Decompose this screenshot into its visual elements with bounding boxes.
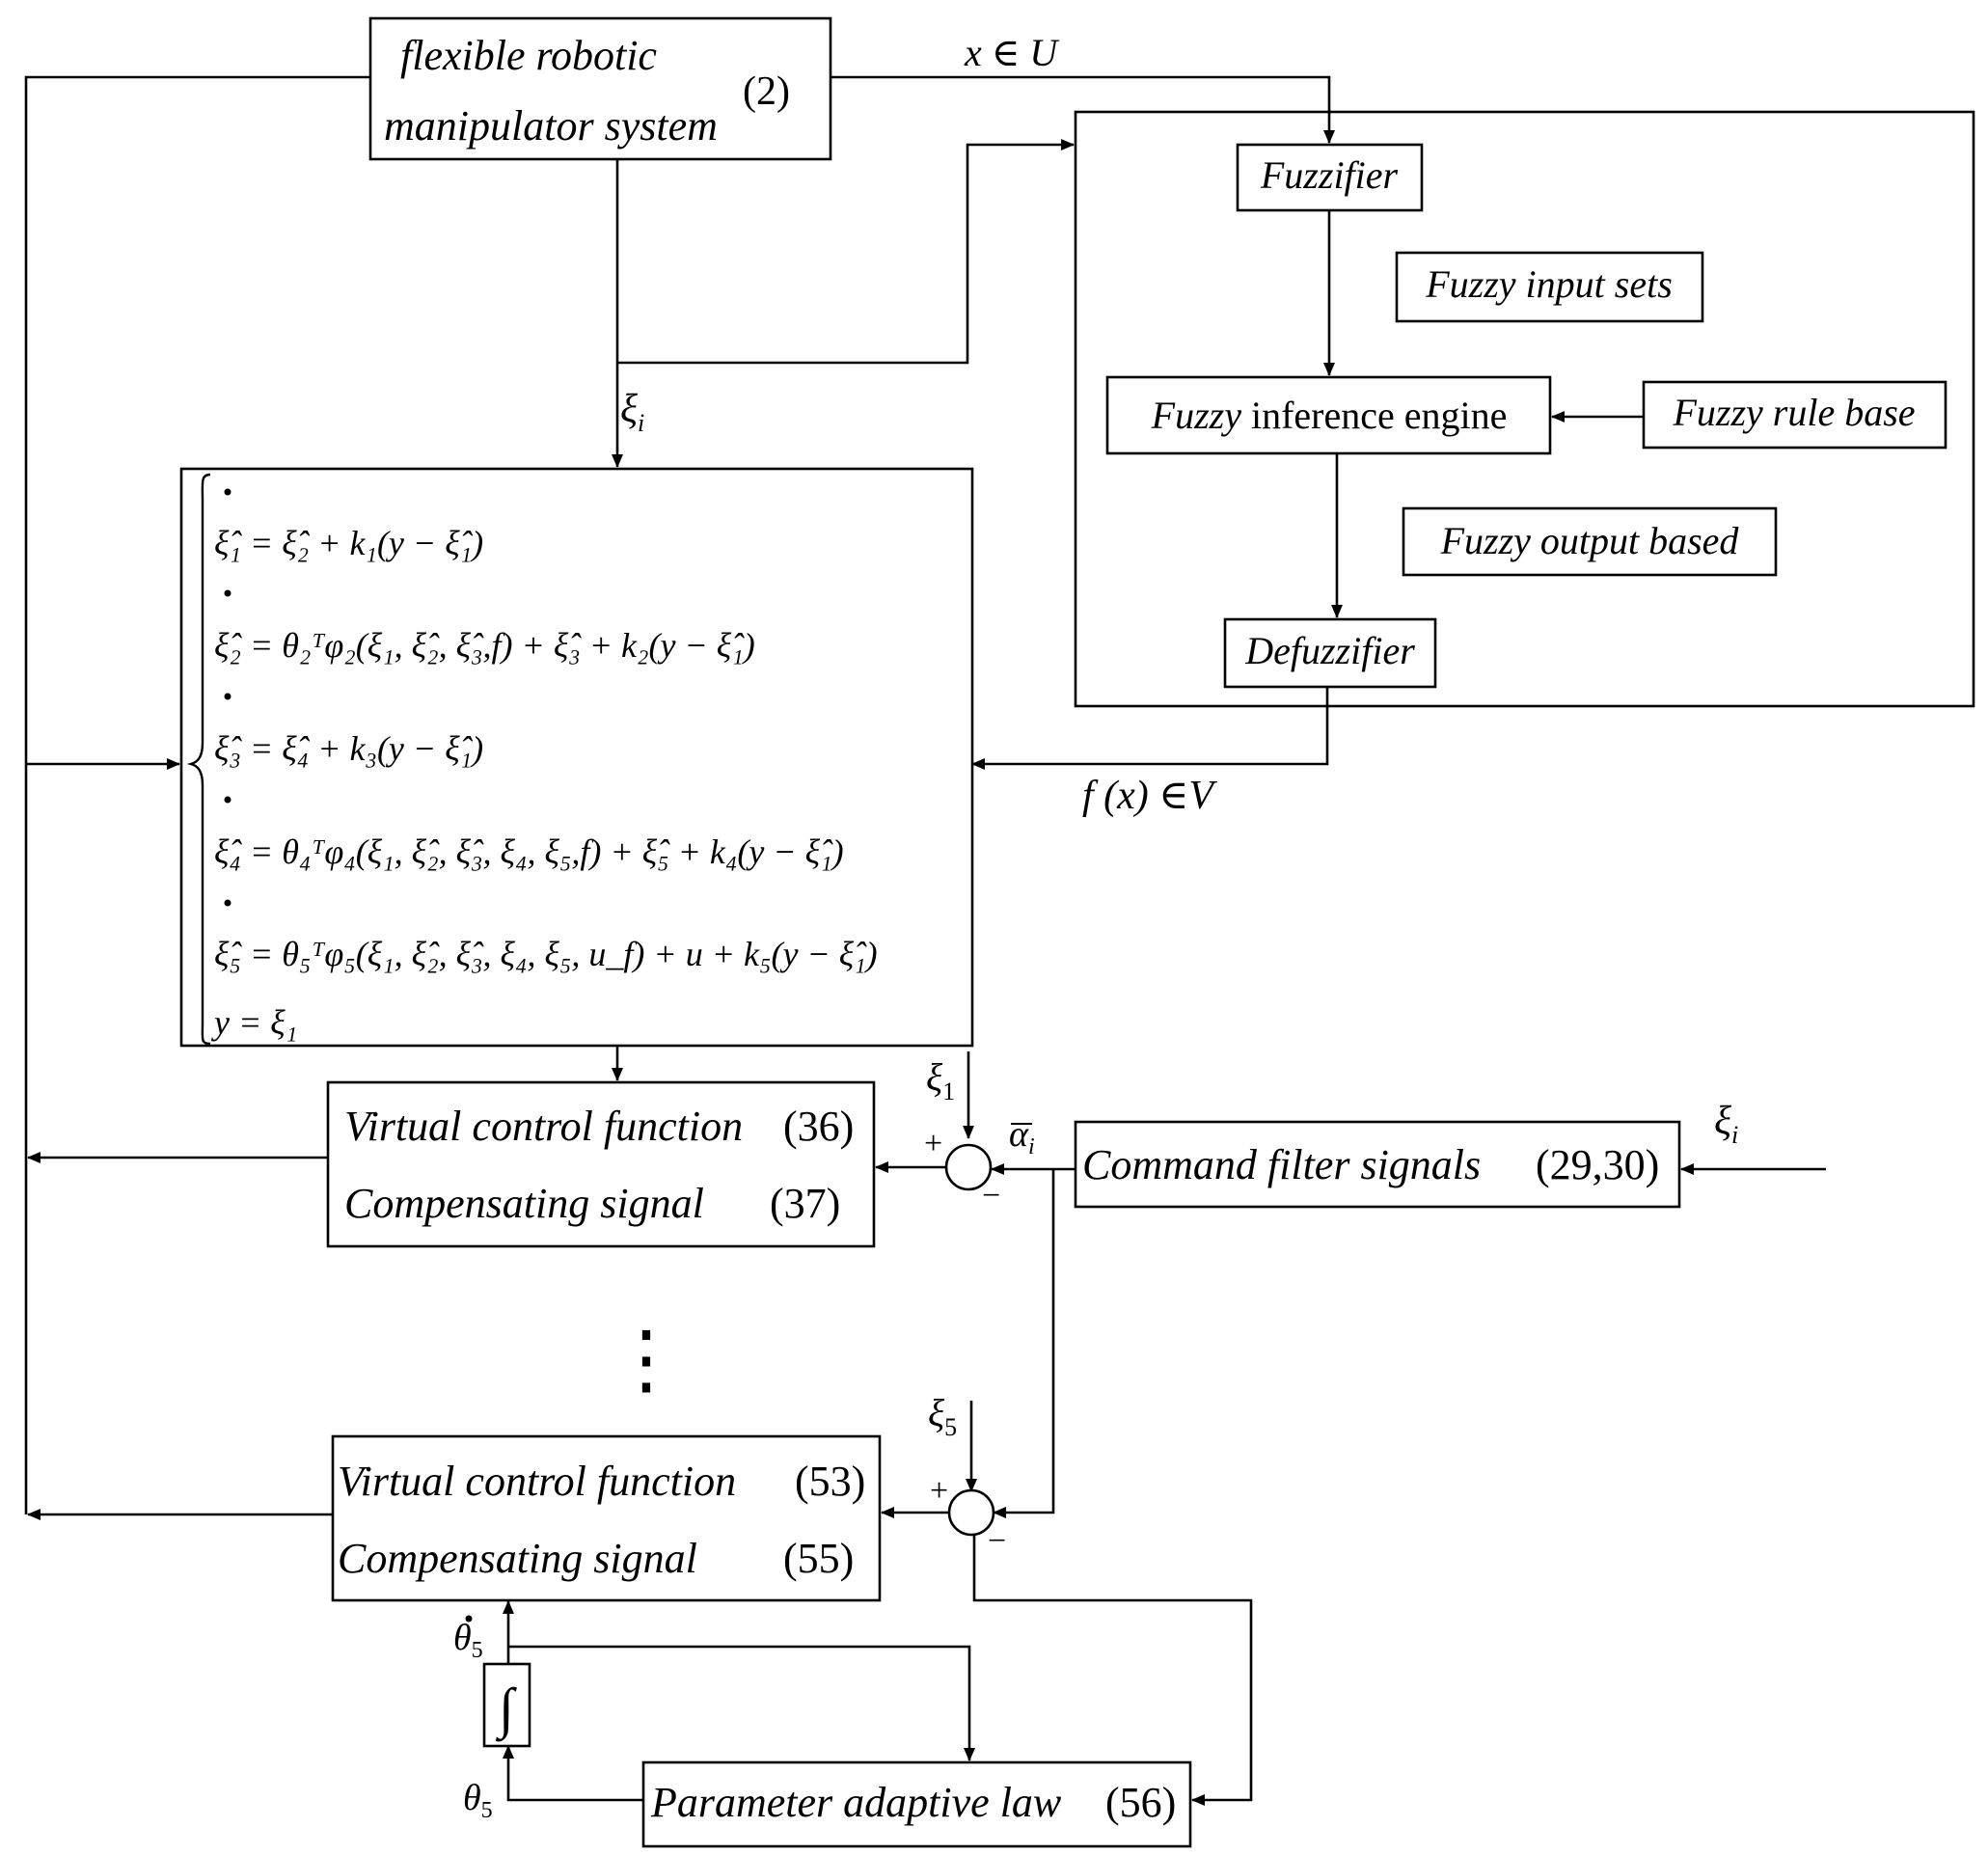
command-filter-ref: (29,30): [1536, 1141, 1659, 1188]
fuzzy-input-sets-label: Fuzzy input sets: [1425, 262, 1673, 306]
wires: [24, 75, 1826, 1806]
observer-equation-6: y = ξ₁: [211, 1003, 297, 1042]
adaptive-law-ref: (56): [1105, 1779, 1176, 1826]
theta-dot-marker: [465, 1615, 473, 1623]
signal-xi-i-top: ξi: [620, 387, 644, 437]
dot-5: [224, 899, 231, 907]
signal-x-in-U: x ∈ U: [964, 31, 1060, 74]
vertical-ellipsis: ⋮: [608, 1318, 685, 1403]
signal-alpha-bar: αi: [1009, 1114, 1035, 1159]
inference-engine-block: Fuzzy inference engine: [1105, 375, 1552, 455]
filter-to-sum5-arrow: [993, 1169, 1055, 1518]
fuzzy-output-label: Fuzzy output based: [1440, 519, 1740, 562]
adaptive-law-to-integrator-arrow: [503, 1745, 643, 1802]
sum1-plus-sign: +: [924, 1126, 942, 1161]
plant-label-line2: manipulator system: [384, 102, 718, 150]
observer-equation-5: ξ̂₅ = θ₅ᵀφ₅(ξ₁, ξ̂₂, ξ̂₃, ξ₄, ξ₅, u_f) +…: [214, 935, 878, 973]
vcf5-ref2: (55): [783, 1535, 854, 1582]
signal-f-x-in-V: f (x) ∈V: [1082, 774, 1217, 818]
dot-3: [224, 693, 231, 700]
vcf1-ref1: (36): [783, 1103, 854, 1150]
fuzzy-input-sets-block: Fuzzy input sets: [1395, 251, 1704, 323]
inference-engine-label: Fuzzy inference engine: [1151, 394, 1508, 437]
fuzzifier-label: Fuzzifier: [1260, 153, 1399, 197]
virtual-control-block-1: Virtual control function (36) Compensati…: [326, 1080, 876, 1248]
signal-theta5-dot: θ5: [453, 1615, 483, 1663]
equation-brace: [186, 473, 211, 1046]
adaptive-law-block: Parameter adaptive law (56): [641, 1760, 1192, 1848]
plant-label-line1: flexible robotic: [400, 32, 657, 79]
signal-xi-1: ξ1: [926, 1055, 955, 1105]
signal-theta5: θ5: [463, 1778, 493, 1823]
plant-to-fuzzifier-arrow: [831, 75, 1335, 144]
vcf1-line2: Compensating signal: [344, 1180, 704, 1227]
dot-1: [224, 488, 231, 496]
fuzzy-logic-system-frame: [1074, 110, 1975, 708]
svg-text:αi: αi: [1009, 1114, 1035, 1159]
defuzzifier-block: Defuzzifier: [1223, 617, 1437, 689]
rule-base-block: Fuzzy rule base: [1642, 380, 1947, 450]
xi-to-fuzzy-system-arrow: [617, 139, 1075, 365]
sum5-minus-sign: −: [988, 1523, 1006, 1559]
integrator-block: ∫: [482, 1662, 531, 1748]
fuzzy-output-block: Fuzzy output based: [1402, 506, 1778, 577]
summing-junction-5: [947, 1488, 995, 1537]
defuzzifier-to-observer-arrow: [971, 687, 1329, 770]
signal-xi-i-right: ξi: [1714, 1099, 1738, 1149]
vcf5-ref1: (53): [795, 1458, 865, 1505]
rule-base-label: Fuzzy rule base: [1672, 391, 1915, 434]
vcf1-ref2: (37): [770, 1180, 840, 1227]
vcf1-line1: Virtual control function: [344, 1103, 743, 1150]
command-filter-block: Command filter signals (29,30): [1074, 1120, 1681, 1209]
theta-dot-to-adaptive-law-arrow: [508, 1645, 975, 1761]
sum5-to-adaptive-law-arrow: [972, 1536, 1253, 1806]
integrator-symbol: ∫: [495, 1677, 517, 1742]
vcf5-line1: Virtual control function: [338, 1458, 736, 1505]
fuzzifier-block: Fuzzifier: [1236, 143, 1424, 212]
dot-4: [224, 796, 231, 804]
observer-equation-1: ξ̂₁ = ξ̂₂ + k₁(y − ξ̂₁): [214, 524, 483, 562]
plant-ref: (2): [743, 69, 790, 114]
adaptive-law-label: Parameter adaptive law: [650, 1779, 1062, 1826]
sum5-plus-sign: +: [930, 1473, 948, 1509]
svg-text:θ5: θ5: [453, 1618, 483, 1663]
observer-equation-2: ξ̂₂ = θ₂ᵀφ₂(ξ₁, ξ̂₂, ξ̂₃,f) + ξ̂₃ + k₂(y…: [214, 626, 755, 665]
vcf5-line2: Compensating signal: [338, 1535, 697, 1582]
command-filter-label: Command filter signals: [1082, 1141, 1481, 1188]
observer-block: ξ̂₁ = ξ̂₂ + k₁(y − ξ̂₁) ξ̂₂ = θ₂ᵀφ₂(ξ₁, …: [179, 467, 974, 1048]
dot-2: [224, 589, 231, 597]
observer-equation-4: ξ̂₄ = θ₄ᵀφ₄(ξ₁, ξ̂₂, ξ̂₃, ξ₄, ξ₅,f) + ξ̂…: [214, 832, 844, 871]
observer-equation-3: ξ̂₃ = ξ̂₄ + k₃(y − ξ̂₁): [214, 729, 483, 768]
summing-junction-1: [944, 1143, 993, 1191]
defuzzifier-label: Defuzzifier: [1244, 629, 1415, 672]
signal-xi-5: ξ5: [928, 1391, 957, 1441]
plant-block: flexible robotic manipulator system (2): [368, 16, 832, 161]
virtual-control-block-5: Virtual control function (53) Compensati…: [331, 1434, 882, 1602]
left-feedback-bus: [24, 75, 370, 1514]
sum1-minus-sign: −: [982, 1178, 1000, 1214]
